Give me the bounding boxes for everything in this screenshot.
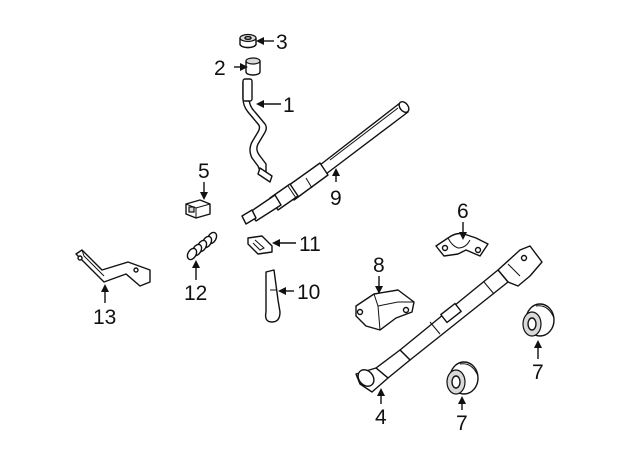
callout-1[interactable]: 1 (283, 94, 295, 117)
part-7-bushing-right[interactable] (522, 303, 555, 337)
callout-10[interactable]: 10 (297, 281, 320, 304)
part-1-shift-lever[interactable] (242, 78, 273, 183)
part-10-bracket[interactable] (264, 269, 281, 323)
callout-12[interactable]: 12 (184, 282, 207, 305)
callout-4[interactable]: 4 (375, 406, 387, 429)
callout-8[interactable]: 8 (373, 254, 385, 277)
callout-labels: 3 2 1 9 5 12 11 10 13 6 8 4 7 7 (93, 31, 544, 435)
part-13-bracket[interactable] (75, 249, 151, 287)
callout-6[interactable]: 6 (457, 200, 469, 223)
part-12-spring[interactable] (186, 231, 219, 261)
callout-5[interactable]: 5 (198, 160, 210, 183)
callout-7-right[interactable]: 7 (532, 361, 544, 384)
callout-11[interactable]: 11 (299, 233, 321, 256)
callout-7-lower[interactable]: 7 (456, 412, 468, 435)
leader-lines (101, 37, 542, 410)
part-7-bushing-lower[interactable] (446, 361, 479, 395)
callout-3[interactable]: 3 (276, 31, 288, 54)
part-9-steering-shaft[interactable] (241, 100, 411, 225)
part-2-sleeve[interactable] (245, 57, 261, 76)
part-11-retainer-clip[interactable] (247, 235, 273, 255)
part-5-clip[interactable] (185, 199, 211, 219)
part-8-lock-housing[interactable] (355, 289, 415, 331)
callout-9[interactable]: 9 (330, 187, 342, 210)
callout-2[interactable]: 2 (214, 57, 226, 80)
callout-13[interactable]: 13 (93, 306, 116, 329)
part-3-cap[interactable] (239, 33, 257, 49)
part-4-column-tube[interactable] (355, 245, 543, 393)
